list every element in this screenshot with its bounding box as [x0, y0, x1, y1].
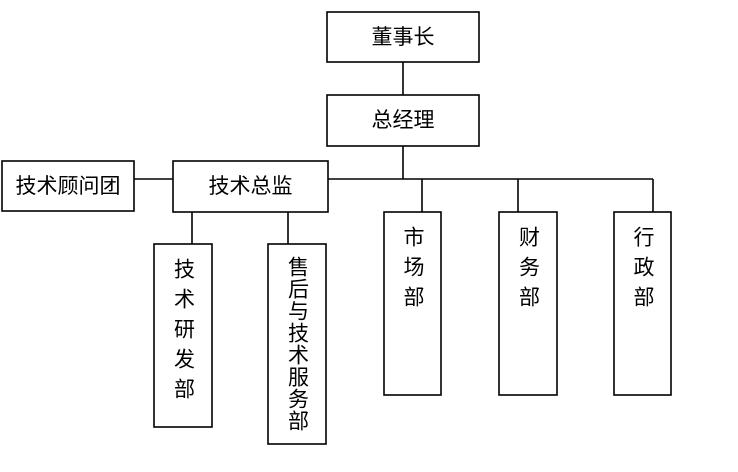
- marketing-department-box: [383, 211, 442, 396]
- sales-tech-service-department-box: [267, 243, 327, 445]
- administration-department-box: [613, 211, 672, 396]
- general-manager-box: [326, 94, 480, 147]
- technical-advisory-group-box: [1, 160, 135, 212]
- chairman-box: [326, 11, 480, 63]
- rd-department-box: [153, 243, 213, 428]
- finance-department-box: [498, 211, 558, 396]
- technical-director-box: [172, 160, 329, 213]
